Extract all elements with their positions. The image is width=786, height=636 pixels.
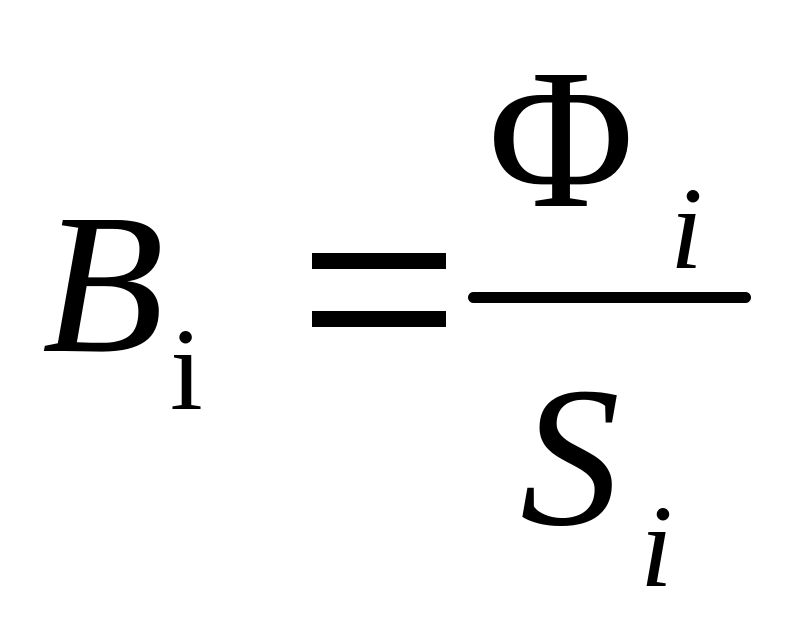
fraction-bar: [468, 292, 751, 303]
numerator-symbol: Φ: [488, 29, 635, 250]
denominator-symbol: S: [520, 347, 620, 568]
lhs-symbol: B: [42, 174, 165, 395]
numerator-subscript: i: [670, 163, 703, 294]
denominator-subscript: i: [640, 481, 673, 612]
equals-top-bar: [312, 253, 446, 269]
equals-bottom-bar: [312, 311, 446, 327]
lhs-subscript: i: [170, 304, 203, 435]
